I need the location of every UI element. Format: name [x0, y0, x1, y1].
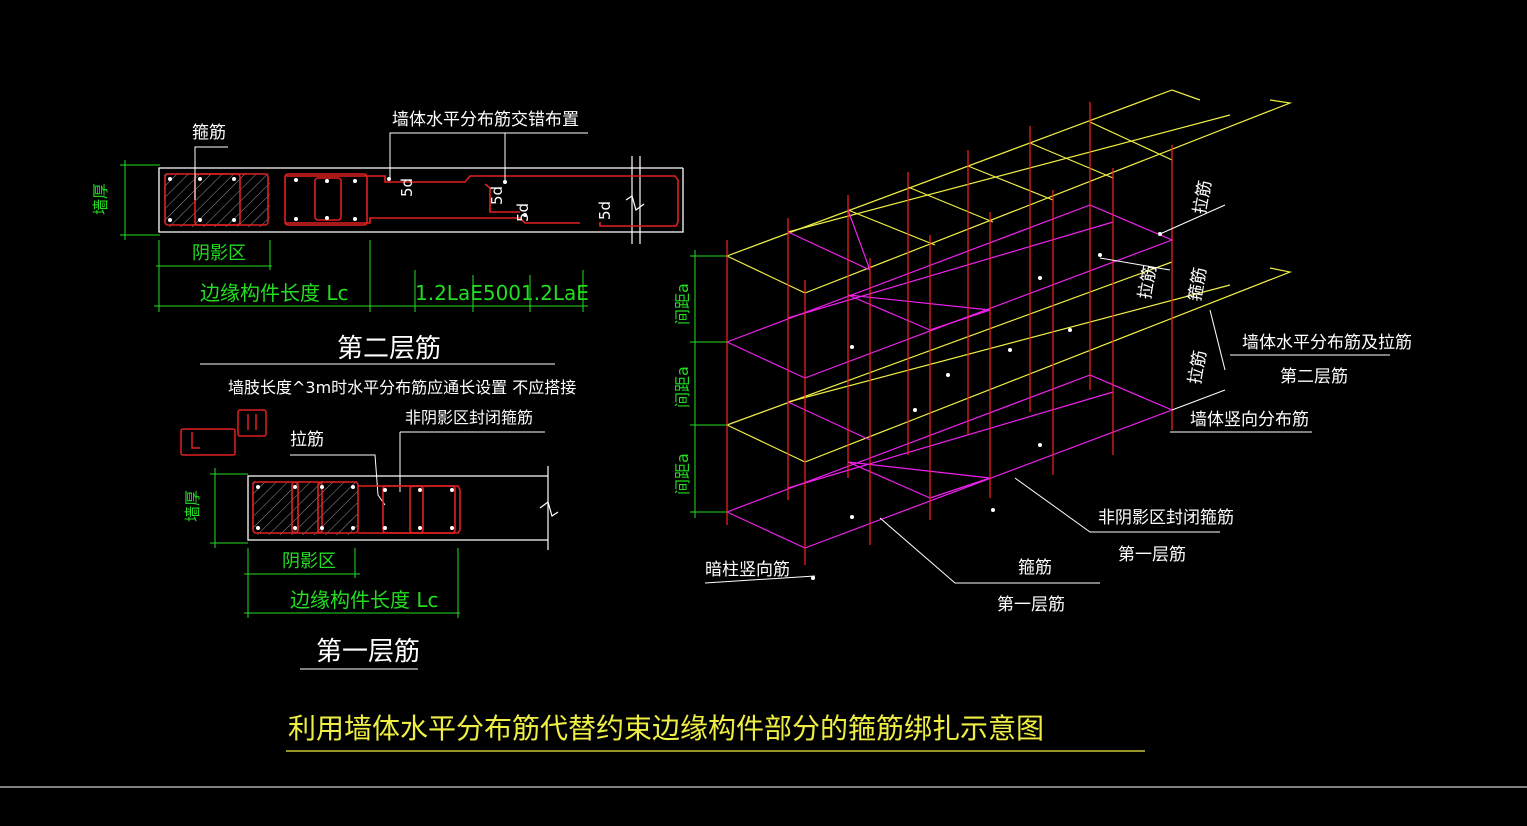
top-dim-edge-length: 边缘构件长度 Lc — [200, 281, 349, 305]
iso-label-layer1-b: 第一层筋 — [997, 595, 1065, 615]
top-bar-dots — [168, 177, 527, 222]
iso-label-layer1-a: 第一层筋 — [1118, 545, 1186, 565]
top-wall-outline — [158, 167, 684, 233]
iso-spacing-dims — [690, 250, 727, 518]
iso-label-hidden-column: 暗柱竖向筋 — [705, 560, 790, 580]
bottom-dim-shadow-zone: 阴影区 — [282, 551, 336, 572]
isometric-view: 间距a 间距a 间距a 拉筋 拉筋 箍筋 拉筋 墙体水平分布筋及拉筋 第二层筋 … — [673, 89, 1412, 615]
top-dim-shadow-zone: 阴影区 — [192, 243, 246, 264]
bottom-layer-name: 第一层筋 — [316, 637, 420, 667]
iso-magenta-layers — [726, 204, 1174, 549]
iso-label-layer2: 第二层筋 — [1280, 367, 1348, 387]
bottom-label-closed-stirrup: 非阴影区封闭箍筋 — [405, 408, 533, 427]
iso-spacing-3: 间距a — [673, 453, 692, 495]
iso-label-stirrup-top: 箍筋 — [1185, 266, 1211, 303]
top-label-staggered: 墙体水平分布筋交错布置 — [392, 110, 579, 130]
tie-symbols — [180, 409, 267, 456]
bottom-label-tie: 拉筋 — [290, 430, 324, 450]
top-dimensions — [120, 160, 588, 312]
bottom-stirrups — [252, 481, 461, 534]
top-layer-name: 第二层筋 — [337, 334, 441, 364]
top-label-5d-2: 5d — [488, 186, 506, 205]
iso-spacing-1: 间距a — [673, 283, 692, 325]
bottom-dim-edge-length: 边缘构件长度 Lc — [290, 588, 439, 612]
top-note: 墙肢长度^3m时水平分布筋应通长设置 不应搭接 — [228, 378, 576, 397]
drawing-title: 利用墙体水平分布筋代替约束边缘构件部分的箍筋绑扎示意图 — [288, 712, 1044, 745]
iso-yellow-layers — [726, 89, 1293, 463]
top-label-stirrup: 箍筋 — [192, 123, 226, 143]
iso-label-wall-horizontal: 墙体水平分布筋及拉筋 — [1242, 333, 1412, 353]
top-break-line — [625, 156, 645, 244]
top-hatch-zone — [164, 173, 270, 227]
top-dim-lap: 1.2LaE5001.2LaE — [415, 281, 589, 305]
top-section: 箍筋 墙体水平分布筋交错布置 5d 5d 5d 5d 墙厚 阴影区 边缘构件长度… — [91, 110, 684, 397]
top-label-5d-3: 5d — [514, 203, 532, 222]
bottom-dim-wall-thickness: 墙厚 — [183, 490, 202, 522]
bottom-section: 拉筋 非阴影区封闭箍筋 — [180, 408, 559, 670]
iso-label-nonshadow: 非阴影区封闭箍筋 — [1098, 508, 1234, 528]
iso-vertical-bars — [726, 102, 1173, 565]
bottom-wall-outline — [247, 475, 548, 541]
iso-spacing-2: 间距a — [673, 366, 692, 408]
top-label-5d-4: 5d — [596, 201, 614, 220]
bottom-bar-dots — [256, 485, 454, 530]
iso-label-tie-2: 拉筋 — [1135, 264, 1161, 301]
bottom-dimensions — [210, 468, 460, 618]
bottom-break-line — [539, 466, 559, 550]
iso-tie-dots — [811, 232, 1162, 580]
iso-label-wall-vertical: 墙体竖向分布筋 — [1190, 410, 1309, 430]
top-leaders — [194, 132, 588, 200]
top-label-5d-1: 5d — [398, 178, 416, 197]
iso-leaders — [704, 204, 1312, 584]
top-dim-wall-thickness: 墙厚 — [91, 183, 110, 215]
iso-label-stirrup-bottom: 箍筋 — [1018, 558, 1052, 578]
bottom-hatch-zone — [252, 481, 358, 535]
iso-label-tie-3: 拉筋 — [1185, 349, 1211, 386]
bottom-leaders — [290, 431, 545, 506]
